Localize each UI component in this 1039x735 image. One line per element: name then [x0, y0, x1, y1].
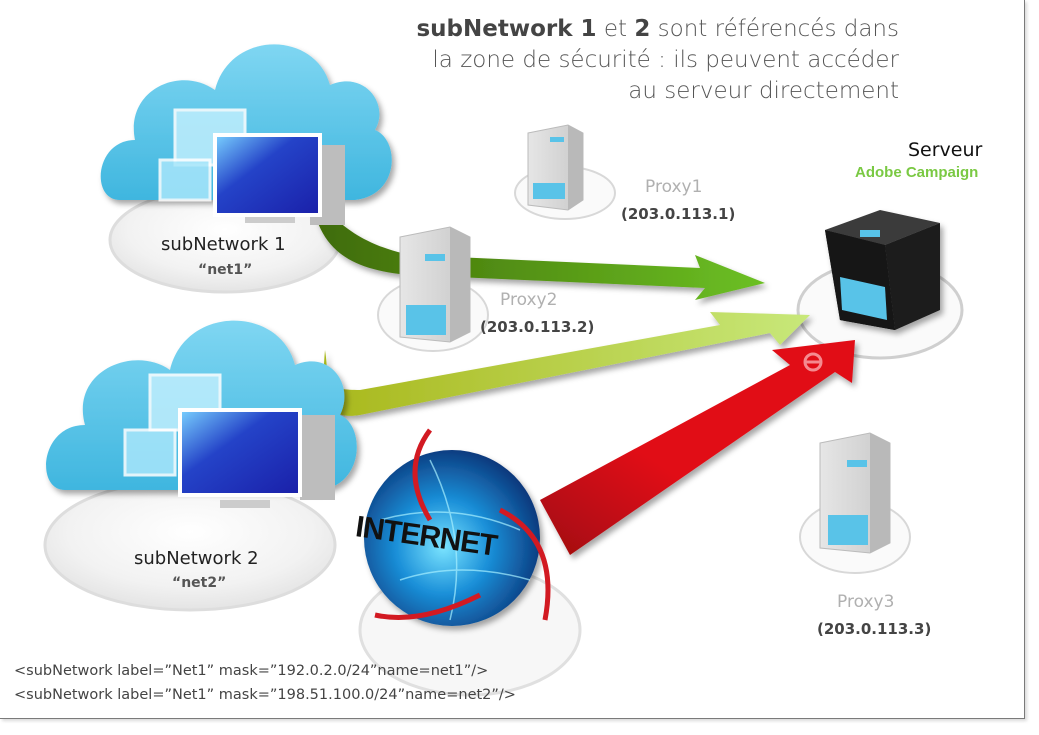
- config-line-1: <subNetwork label=”Net1” mask=”192.0.2.0…: [14, 663, 489, 679]
- server-tower-icon: [399, 226, 471, 343]
- headline: subNetwork 1 et 2 sont référencés dans l…: [416, 14, 899, 107]
- no-entry-icon: [803, 352, 823, 372]
- headline-line2: la zone de sécurité : ils peuvent accéde…: [432, 47, 899, 73]
- headline-line1: subNetwork 1 et 2 sont référencés dans: [416, 16, 899, 42]
- proxy2-name: Proxy2: [500, 290, 558, 310]
- cloud-computer-icon: [100, 44, 392, 225]
- config-line-2: <subNetwork label=”Net1” mask=”198.51.10…: [14, 687, 516, 703]
- proxy1-ip: (203.0.113.1): [621, 205, 736, 223]
- arrow-internet-to-server: [540, 340, 855, 555]
- proxy3-name: Proxy3: [837, 592, 895, 612]
- subnetwork2-name: subNetwork 2: [134, 548, 259, 569]
- arrow-subnetwork2-to-server: [323, 312, 810, 416]
- diagram-frame: [0, 0, 1025, 719]
- proxy2-ip: (203.0.113.2): [480, 318, 595, 336]
- headline-line3: au serveur directement: [628, 78, 899, 104]
- server-tower-icon: [527, 124, 584, 211]
- server-tower-icon: [819, 432, 891, 554]
- black-server-icon: [825, 210, 940, 330]
- proxy1-name: Proxy1: [645, 177, 703, 197]
- globe-icon: [364, 428, 551, 626]
- subnetwork1-id: “net1”: [198, 262, 253, 278]
- server-subtitle: Adobe Campaign: [855, 164, 979, 181]
- server-title: Serveur: [908, 139, 983, 161]
- subnetwork1-name: subNetwork 1: [161, 234, 286, 255]
- subnetwork2-id: “net2”: [172, 575, 227, 591]
- proxy3-ip: (203.0.113.3): [817, 620, 932, 638]
- cloud-computer-icon: [46, 320, 357, 508]
